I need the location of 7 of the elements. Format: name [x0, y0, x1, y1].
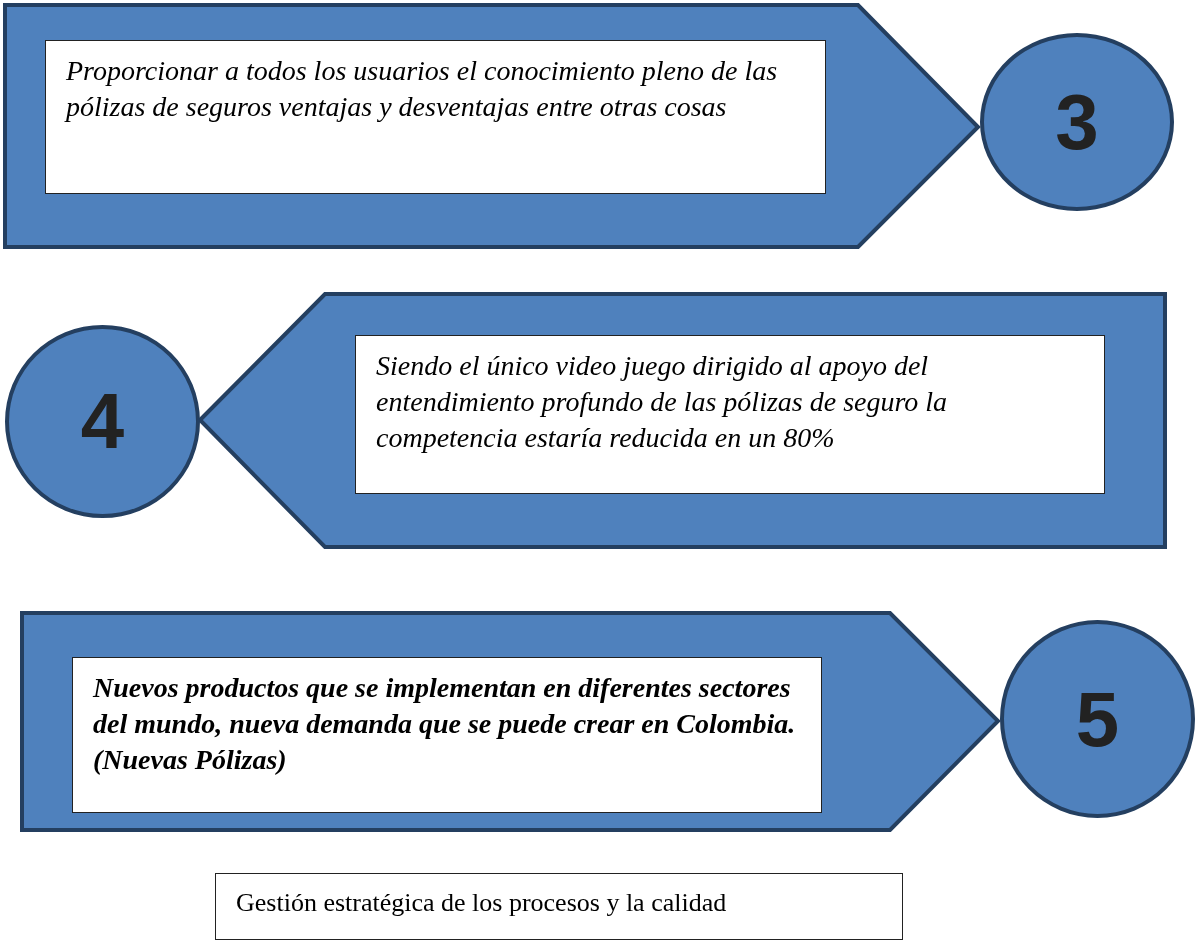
description-box: Siendo el único video juego dirigido al apoyo del entendimiento profundo de las pólizas de seguro la competencia estaría reducida en un 80% — [355, 335, 1105, 494]
description-box: Proporcionar a todos los usuarios el conocimiento pleno de las pólizas de seguros ventajas y desventajas entre otras cosas — [45, 40, 826, 194]
number-circle: 5 — [1000, 620, 1195, 818]
number-circle: 3 — [980, 33, 1174, 211]
number-circle: 4 — [5, 325, 200, 518]
description-box: Nuevos productos que se implementan en diferentes sectores del mundo, nueva demanda que se puede crear en Colombia. (Nuevas Pólizas) — [72, 657, 822, 813]
caption-box: Gestión estratégica de los procesos y la calidad — [215, 873, 903, 940]
